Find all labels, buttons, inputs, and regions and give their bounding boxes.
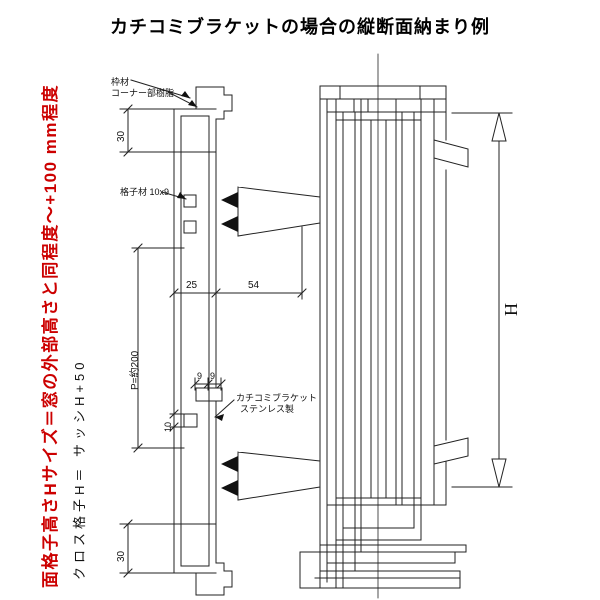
grille-frame-section (173, 86, 233, 596)
dim-9-right: 9 (210, 371, 216, 381)
dim-top-30: 30 (116, 130, 127, 142)
dim-25: 25 (186, 280, 198, 291)
bracket-plates (237, 186, 321, 501)
label-frame-material: 枠材 (111, 77, 130, 87)
lower-catch (433, 437, 469, 465)
label-corner-resin: コーナー部樹脂 (111, 88, 175, 98)
note-cross-grille-height: クロス格子H＝ サッシH+50 (72, 358, 87, 580)
label-bracket-name: カチコミブラケット (236, 393, 318, 403)
sash-frame-section (299, 85, 469, 589)
diagram-title: カチコミブラケットの場合の縦断面納まり例 (110, 17, 490, 37)
label-lattice-material: 格子材 10x9 (120, 187, 170, 197)
dimension-ticks (123, 104, 307, 578)
h-dimension-line (451, 112, 513, 488)
dim-height-h: H (501, 303, 521, 316)
dim-pitch: P=約200 (130, 350, 141, 390)
bracket-claw-teeth (221, 192, 238, 496)
dim-bottom-30: 30 (116, 550, 127, 562)
upper-catch (433, 139, 469, 168)
sill-section (299, 544, 467, 589)
note-grille-height: 面格子高さHサイズ＝窓の外部高さと同程度〜+100 mm程度 (41, 83, 60, 588)
left-dimension-lines (119, 108, 303, 574)
dim-54: 54 (248, 280, 260, 291)
label-bracket-material: ステンレス製 (240, 404, 295, 414)
bracket-claw-sections (183, 387, 223, 428)
dim-10: 10 (163, 421, 173, 432)
dim-9-left: 9 (197, 371, 203, 381)
lattice-bar-sections (183, 194, 197, 234)
